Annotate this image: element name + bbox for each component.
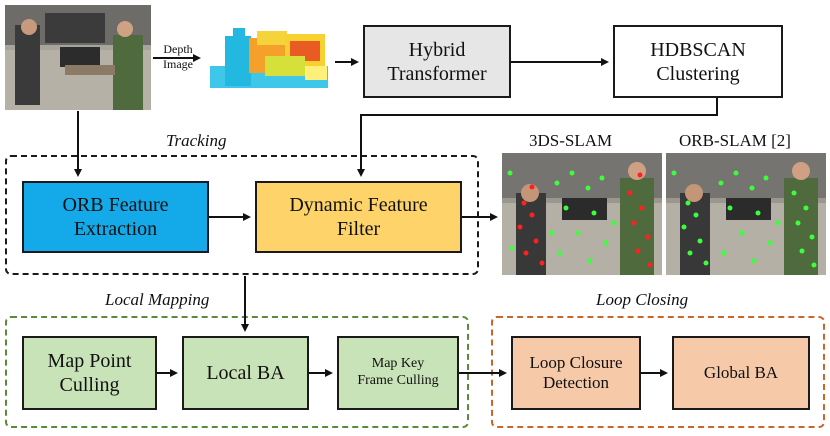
- hdbscan-box: HDBSCAN Clustering: [613, 25, 783, 98]
- loop-closure-detection-box: Loop Closure Detection: [511, 336, 641, 410]
- orb-feature-extraction-label: ORB Feature Extraction: [62, 194, 169, 240]
- map-point-culling-label: Map Point Culling: [47, 350, 132, 396]
- depth-image-label: Depth Image: [163, 42, 193, 71]
- tracking-group: [5, 155, 479, 275]
- map-key-frame-culling-label: Map Key Frame Culling: [357, 356, 439, 388]
- orb-feature-extraction-box: ORB Feature Extraction: [22, 181, 209, 253]
- arrow-hdbscan-to-filter: [357, 98, 718, 177]
- input-rgb-image: [5, 5, 151, 110]
- local-ba-label: Local BA: [206, 362, 285, 384]
- hybrid-transformer-label: Hybrid Transformer: [387, 38, 487, 85]
- map-key-frame-culling-box: Map Key Frame Culling: [337, 336, 459, 410]
- depth-image: [205, 26, 333, 91]
- loop-closing-label: Loop Closing: [596, 290, 689, 309]
- hdbscan-label: HDBSCAN Clustering: [650, 38, 746, 85]
- dynamic-feature-filter-box: Dynamic Feature Filter: [255, 181, 462, 253]
- result-right-caption: ORB-SLAM [2]: [679, 131, 791, 150]
- dynamic-feature-filter-label: Dynamic Feature Filter: [289, 194, 428, 240]
- result-image-3ds-slam: [502, 153, 662, 275]
- global-ba-label: Global BA: [703, 362, 779, 382]
- result-left-caption: 3DS-SLAM: [529, 131, 613, 150]
- loop-closure-detection-label: Loop Closure Detection: [529, 352, 623, 392]
- local-ba-box: Local BA: [182, 336, 309, 410]
- map-point-culling-box: Map Point Culling: [22, 336, 157, 410]
- tracking-label: Tracking: [166, 131, 227, 150]
- local-mapping-label: Local Mapping: [105, 290, 210, 309]
- result-image-orb-slam: [666, 153, 826, 275]
- global-ba-box: Global BA: [672, 336, 810, 410]
- hybrid-transformer-box: Hybrid Transformer: [363, 25, 511, 98]
